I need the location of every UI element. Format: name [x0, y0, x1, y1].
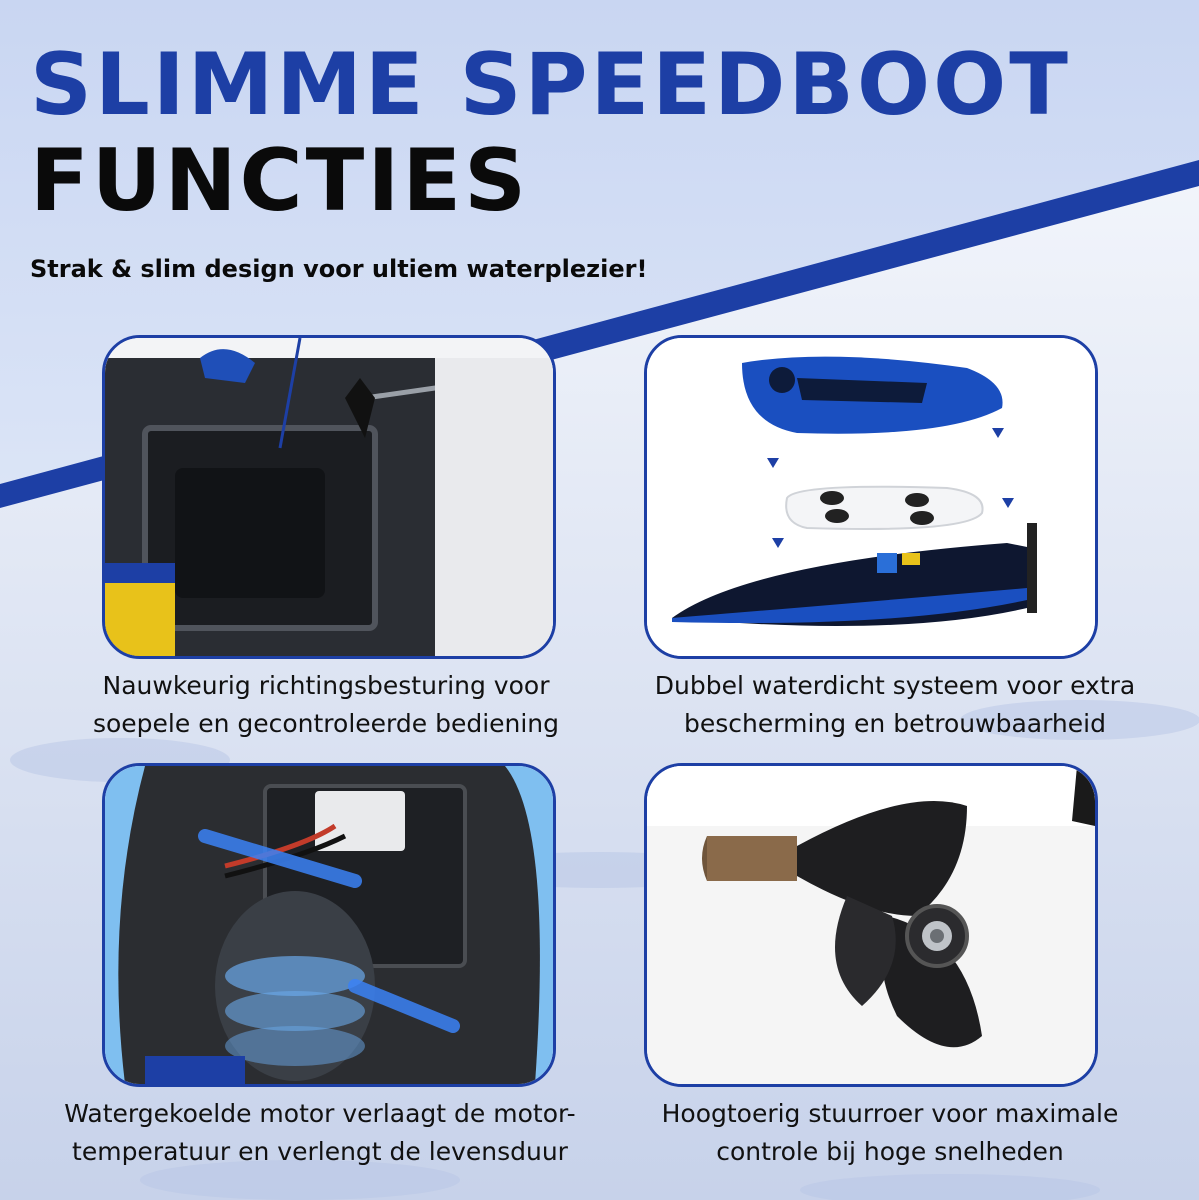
caption-line: Hoogtoerig stuurroer voor maximale — [661, 1099, 1119, 1128]
feature-image-propeller — [644, 763, 1098, 1087]
caption-line: Dubbel waterdicht systeem voor extra — [654, 671, 1136, 700]
title-line-2: FUNCTIES — [30, 131, 530, 231]
caption-line: controle bij hoge snelheden — [716, 1137, 1064, 1166]
caption-line: bescherming en betrouwbaarheid — [684, 709, 1106, 738]
feature-image-motor — [102, 763, 556, 1087]
subtitle: Strak & slim design voor ultiem waterple… — [30, 255, 648, 283]
feature-image-waterproof — [644, 335, 1098, 659]
feature-caption-steering: Nauwkeurig richtingsbesturing voor soepe… — [40, 667, 612, 743]
caption-line: Nauwkeurig richtingsbesturing voor — [102, 671, 550, 700]
feature-caption-waterproof: Dubbel waterdicht systeem voor extra bes… — [600, 667, 1190, 743]
caption-line: soepele en gecontroleerde bediening — [92, 709, 560, 738]
caption-line: temperatuur en verlengt de levensduur — [72, 1137, 568, 1166]
feature-caption-propeller: Hoogtoerig stuurroer voor maximale contr… — [610, 1095, 1170, 1171]
feature-caption-motor: Watergekoelde motor verlaagt de motor- t… — [20, 1095, 620, 1171]
caption-line: Watergekoelde motor verlaagt de motor- — [64, 1099, 576, 1128]
feature-image-steering — [102, 335, 556, 659]
title-line-1: SLIMME SPEEDBOOT — [30, 35, 1071, 135]
